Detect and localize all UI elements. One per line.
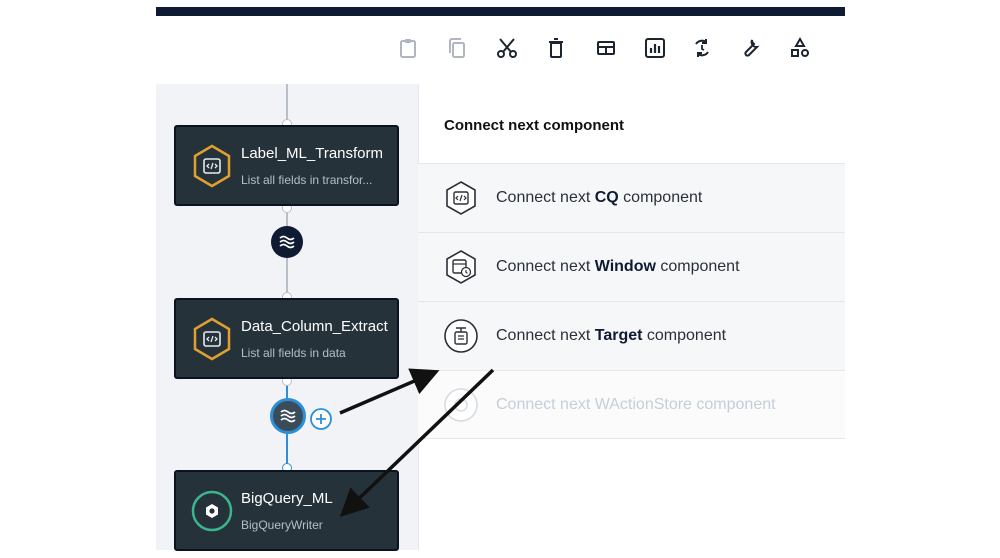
add-component-icon[interactable] — [309, 407, 333, 431]
wrench-icon[interactable] — [738, 36, 762, 60]
sync-icon[interactable] — [690, 36, 714, 60]
option-connect-waction-store: Connect next WActionStore component — [418, 370, 845, 439]
target-icon — [444, 319, 478, 353]
store-icon — [444, 388, 478, 422]
chart-icon[interactable] — [643, 36, 667, 60]
window-icon — [446, 250, 476, 284]
cq-icon — [193, 317, 231, 361]
cq-icon — [193, 144, 231, 188]
node-title: BigQuery_ML — [241, 490, 333, 507]
arrow-to-target-option — [339, 368, 440, 415]
option-label: Connect next Target component — [496, 327, 727, 344]
node-title: Data_Column_Extract — [241, 318, 388, 335]
option-connect-target[interactable]: Connect next Target component — [418, 301, 845, 370]
stream-icon — [279, 235, 295, 249]
layout-icon[interactable] — [594, 36, 618, 60]
copy-icon[interactable] — [445, 36, 469, 60]
target-icon — [191, 490, 233, 532]
option-connect-window[interactable]: Connect next Window component — [418, 232, 845, 301]
option-connect-cq[interactable]: Connect next CQ component — [418, 163, 845, 232]
stream-node-selected[interactable] — [270, 398, 306, 434]
flow-node-label-ml-transform[interactable]: Label_ML_Transform List all fields in tr… — [174, 125, 399, 206]
trash-icon[interactable] — [544, 36, 568, 60]
cq-icon — [446, 181, 476, 215]
top-bar — [156, 7, 845, 16]
shapes-icon[interactable] — [788, 36, 812, 60]
panel-title: Connect next component — [444, 117, 625, 134]
stream-node[interactable] — [271, 226, 303, 258]
option-label: Connect next CQ component — [496, 189, 703, 206]
clipboard-icon[interactable] — [396, 36, 420, 60]
scissors-icon[interactable] — [495, 36, 519, 60]
connector-line — [286, 84, 288, 126]
option-label: Connect next Window component — [496, 258, 740, 275]
stream-icon — [280, 409, 296, 423]
option-label: Connect next WActionStore component — [496, 396, 776, 413]
node-title: Label_ML_Transform — [241, 145, 384, 162]
flow-node-data-column-extract[interactable]: Data_Column_Extract List all fields in d… — [174, 298, 399, 379]
arrow-to-bigquery-node — [339, 368, 495, 517]
